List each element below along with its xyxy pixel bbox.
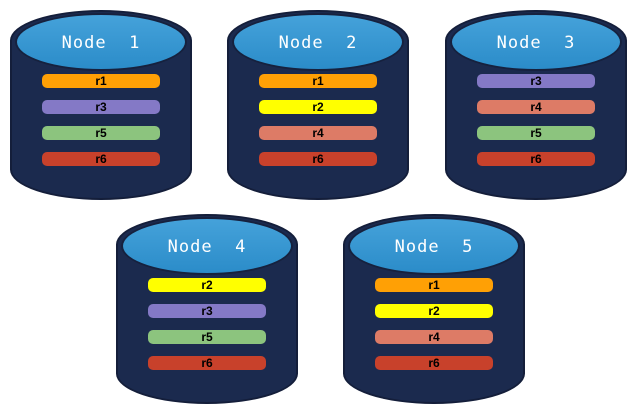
db-node: Node 1 r1 r3 r5 r6 — [10, 10, 192, 200]
cylinder-top: Node 5 — [348, 217, 520, 275]
db-node: Node 4 r2 r3 r5 r6 — [116, 214, 298, 404]
replica-bar: r1 — [375, 278, 493, 292]
replica-bar: r4 — [477, 100, 595, 114]
replica-bar: r5 — [477, 126, 595, 140]
replica-bar: r6 — [42, 152, 160, 166]
replica-bar: r6 — [259, 152, 377, 166]
cylinder-top: Node 1 — [15, 13, 187, 71]
replica-bar: r6 — [375, 356, 493, 370]
cylinder-top: Node 3 — [450, 13, 622, 71]
db-node: Node 2 r1 r2 r4 r6 — [227, 10, 409, 200]
replica-list: r1 r3 r5 r6 — [10, 74, 192, 166]
node-title: Node 3 — [496, 33, 576, 53]
replica-bar: r1 — [259, 74, 377, 88]
replica-bar: r6 — [477, 152, 595, 166]
replica-bar: r6 — [148, 356, 266, 370]
replica-bar: r4 — [375, 330, 493, 344]
replica-bar: r2 — [148, 278, 266, 292]
replica-list: r1 r2 r4 r6 — [343, 278, 525, 370]
cylinder-top: Node 4 — [121, 217, 293, 275]
db-node: Node 5 r1 r2 r4 r6 — [343, 214, 525, 404]
replica-bar: r2 — [259, 100, 377, 114]
node-title: Node 5 — [394, 237, 474, 257]
node-title: Node 2 — [278, 33, 358, 53]
replica-bar: r3 — [477, 74, 595, 88]
cylinder-top: Node 2 — [232, 13, 404, 71]
node-title: Node 1 — [61, 33, 141, 53]
replica-bar: r5 — [148, 330, 266, 344]
db-node: Node 3 r3 r4 r5 r6 — [445, 10, 627, 200]
replica-list: r1 r2 r4 r6 — [227, 74, 409, 166]
replica-list: r3 r4 r5 r6 — [445, 74, 627, 166]
replica-bar: r1 — [42, 74, 160, 88]
replica-bar: r3 — [148, 304, 266, 318]
replica-bar: r3 — [42, 100, 160, 114]
replica-bar: r4 — [259, 126, 377, 140]
replica-list: r2 r3 r5 r6 — [116, 278, 298, 370]
replica-bar: r5 — [42, 126, 160, 140]
node-title: Node 4 — [167, 237, 247, 257]
replica-bar: r2 — [375, 304, 493, 318]
